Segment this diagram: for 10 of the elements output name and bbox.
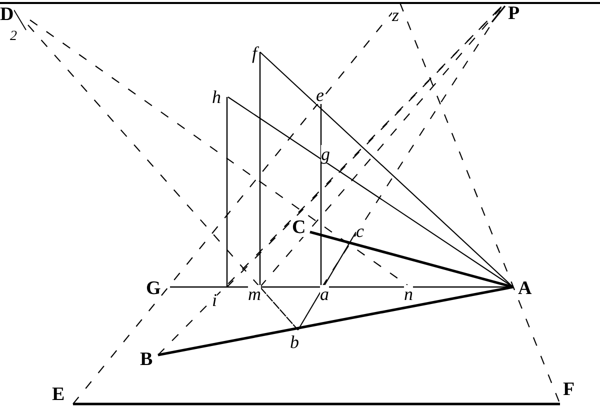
point-label: g	[321, 145, 330, 163]
point-label: b	[290, 333, 299, 351]
point-label: f	[252, 44, 258, 62]
point-label: z	[392, 6, 400, 24]
point-label: i	[212, 291, 218, 309]
point-label: m	[248, 285, 261, 303]
point-label: a	[320, 285, 329, 303]
point-label: h	[212, 88, 221, 106]
point-label: n	[404, 285, 413, 303]
point-label: C	[292, 218, 306, 237]
